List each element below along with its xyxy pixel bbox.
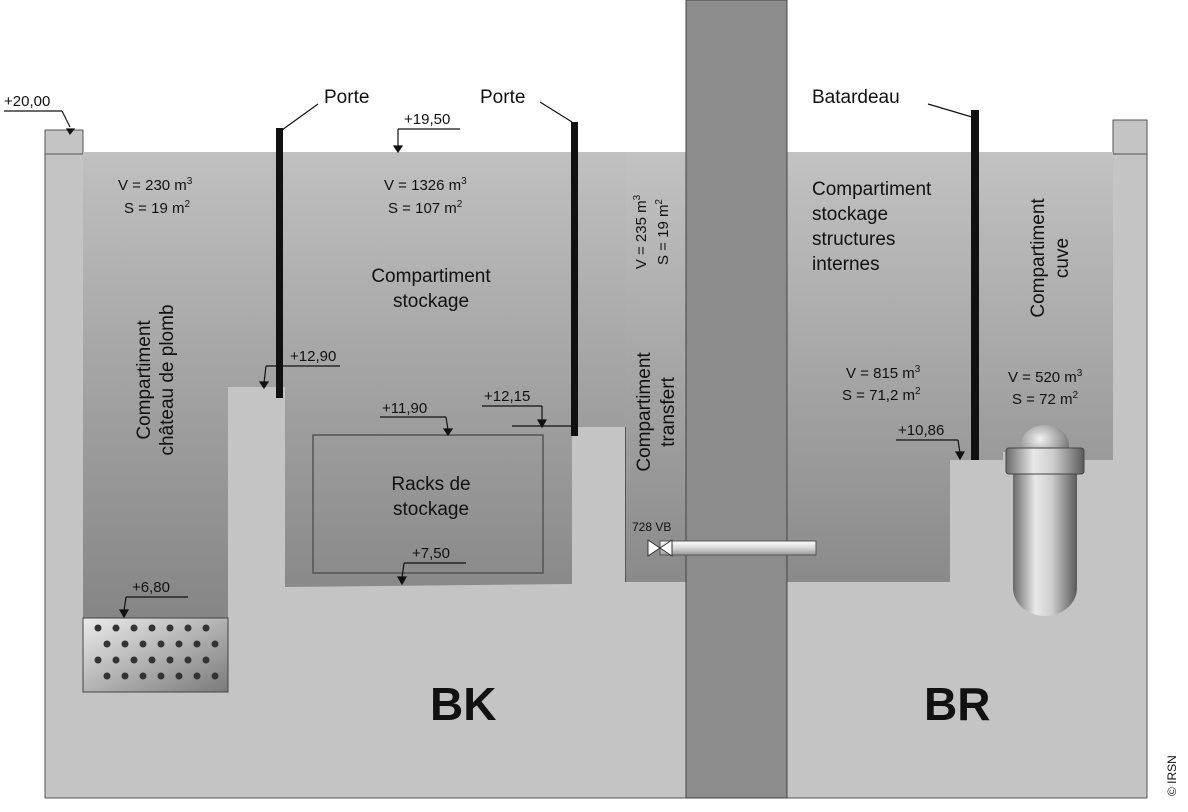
svg-text:Compartiment: Compartiment	[634, 352, 655, 472]
svg-text:cuve: cuve	[1052, 238, 1073, 278]
level-1215: +12,15	[484, 388, 530, 405]
structures-volume: V = 815 m3	[846, 364, 921, 382]
svg-text:transfert: transfert	[658, 376, 679, 446]
racks-frame	[312, 434, 544, 574]
svg-text:© IRSN: © IRSN	[1165, 755, 1179, 796]
structures-title-1: Compartiment	[812, 179, 932, 200]
porte-gate-1	[276, 128, 283, 398]
valve-icon	[647, 539, 673, 557]
level-2000: +20,00	[4, 93, 50, 110]
level-750: +7,50	[412, 545, 450, 562]
stockage-title-1: Compartiment	[371, 266, 491, 287]
level-1950: +19,50	[404, 111, 450, 128]
reactor-vessel	[1005, 425, 1085, 616]
level-1290: +12,90	[290, 348, 336, 365]
chateau-surface: S = 19 m2	[124, 199, 190, 217]
pool-water-br	[787, 152, 1113, 582]
stockage-title-2: stockage	[393, 291, 469, 312]
level-1086: +10,86	[898, 422, 944, 439]
svg-text:Compartiment: Compartiment	[134, 320, 155, 440]
structures-title-3: structures	[812, 229, 895, 250]
pool-water-bk	[83, 152, 625, 692]
svg-text:V = 235 m3: V = 235 m3	[632, 194, 650, 269]
building-bk-label: BK	[430, 678, 496, 730]
chateau-title: Compartiment château de plomb	[134, 304, 178, 455]
cuve-volume: V = 520 m3	[1008, 368, 1083, 386]
racks-title-1: Racks de	[391, 474, 470, 495]
batardeau-gate	[971, 110, 979, 460]
level-markers	[4, 110, 966, 619]
pool-water-transfert	[625, 152, 686, 582]
building-br-label: BR	[924, 678, 990, 730]
porte-label-2: Porte	[480, 87, 525, 108]
plate-holes	[94, 624, 219, 680]
copyright-irsn: © IRSN	[1165, 755, 1179, 796]
chateau-volume: V = 230 m3	[118, 176, 193, 194]
cuve-title: Compartiment cuve	[1028, 198, 1073, 318]
transfer-pipe	[659, 540, 817, 556]
level-1190: +11,90	[382, 400, 427, 417]
stockage-surface: S = 107 m2	[388, 199, 463, 217]
porte-label-1: Porte	[324, 87, 369, 108]
cuve-surface: S = 72 m2	[1012, 390, 1078, 408]
svg-text:S = 19 m2: S = 19 m2	[654, 199, 672, 265]
structures-surface: S = 71,2 m2	[842, 386, 921, 404]
structures-title-4: internes	[812, 254, 880, 275]
transfert-title: Compartiment transfert	[634, 352, 679, 472]
transfert-volume-block: V = 235 m3 S = 19 m2	[632, 194, 672, 269]
valve-label: 728 VB	[632, 520, 671, 534]
structures-title-2: stockage	[812, 204, 888, 225]
svg-text:château de plomb: château de plomb	[157, 304, 178, 455]
porte-gate-2	[571, 122, 578, 436]
racks-title-2: stockage	[393, 499, 469, 520]
stockage-volume: V = 1326 m3	[384, 176, 467, 194]
batardeau-label: Batardeau	[812, 87, 900, 108]
level-680: +6,80	[132, 579, 170, 596]
central-column	[685, 0, 788, 799]
svg-text:Compartiment: Compartiment	[1028, 198, 1049, 318]
